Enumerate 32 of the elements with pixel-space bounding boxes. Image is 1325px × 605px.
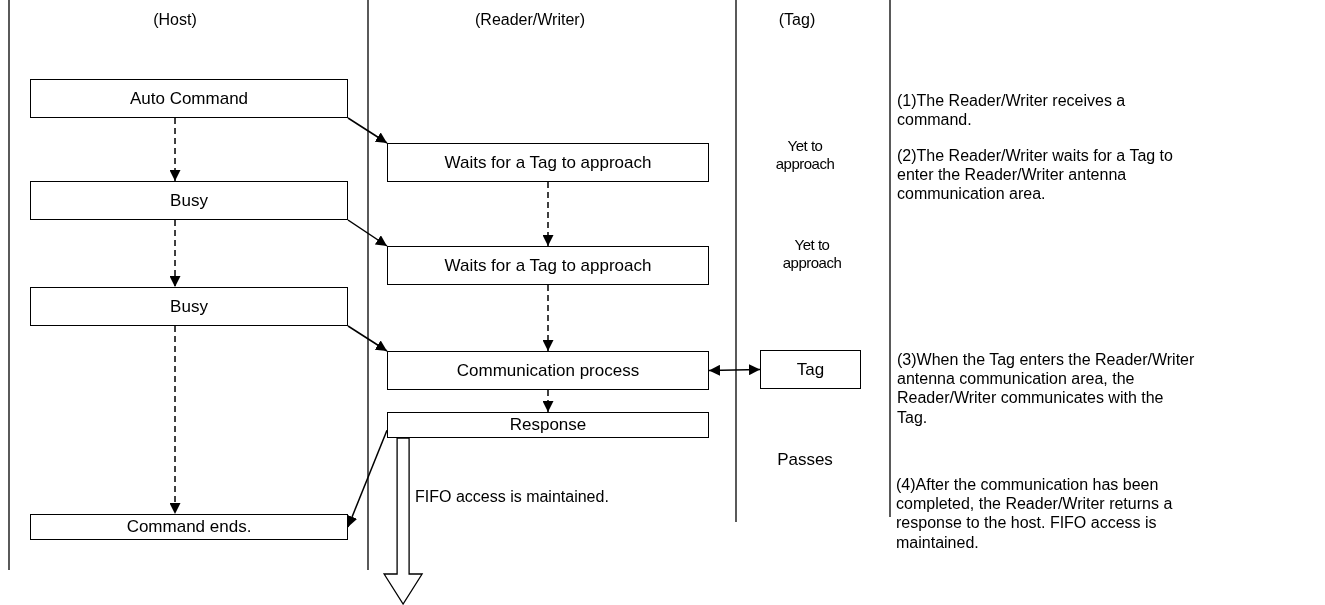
process-box: Busy [30, 181, 348, 220]
step-note: (1)The Reader/Writer receives a command. [897, 91, 1127, 130]
step-note: (4)After the communication has been completed, the Reader/Writer returns a response to the host. FIFO access is maintained. [896, 475, 1174, 552]
lane-heading: (Tag) [777, 10, 817, 30]
process-box: Auto Command [30, 79, 348, 118]
process-box: Command ends. [30, 514, 348, 540]
arrow [347, 117, 388, 144]
lane-heading: (Host) [152, 10, 198, 30]
arrow [542, 284, 554, 352]
arrow [169, 219, 181, 288]
arrow [169, 325, 181, 515]
arrow [542, 389, 554, 413]
arrow [542, 181, 554, 247]
lane-heading: (Reader/Writer) [474, 10, 586, 30]
block-arrow [382, 437, 424, 605]
arrow [347, 325, 388, 352]
step-note: (3)When the Tag enters the Reader/Writer antenna communication area, the Reader/Writer communicates with the Tag. [897, 350, 1196, 427]
edge-label: FIFO access is maintained. [415, 488, 609, 506]
process-box: Busy [30, 287, 348, 326]
arrow [169, 117, 181, 182]
process-box: Waits for a Tag to approach [387, 143, 709, 182]
process-box: Communication process [387, 351, 709, 390]
status-text: Passes [776, 450, 834, 471]
process-box: Waits for a Tag to approach [387, 246, 709, 285]
step-note: (2)The Reader/Writer waits for a Tag to enter the Reader/Writer antenna communication area. [897, 146, 1174, 204]
process-box: Tag [760, 350, 861, 389]
status-text: Yet to approach [774, 137, 836, 173]
status-text: Yet to approach [781, 236, 843, 272]
process-box: Response [387, 412, 709, 438]
arrow [708, 364, 761, 376]
arrow [347, 219, 388, 247]
arrow [347, 429, 388, 528]
